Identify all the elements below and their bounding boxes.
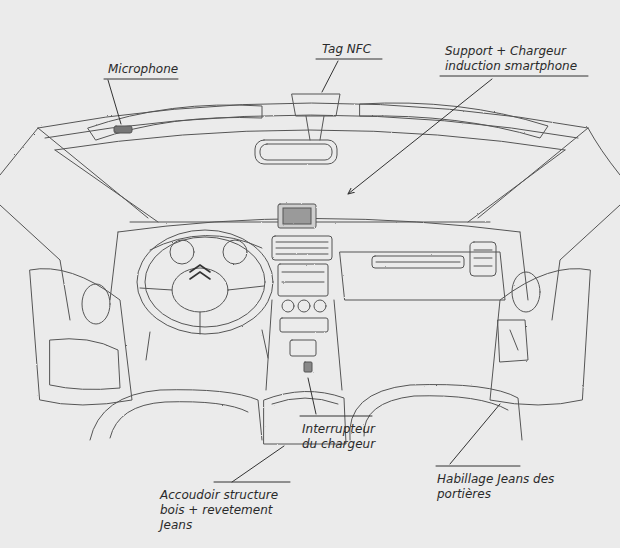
- centre-vent: [272, 236, 332, 260]
- radio: [278, 264, 328, 296]
- control-knob: [298, 300, 310, 312]
- air-vent: [372, 256, 464, 268]
- door-handle: [512, 272, 540, 312]
- rear-mirror: [255, 140, 337, 164]
- control-knob: [282, 300, 294, 312]
- a-pillar: [468, 128, 588, 222]
- leader-line: [104, 79, 178, 124]
- leader-line: [214, 446, 290, 482]
- leader-line: [300, 378, 372, 416]
- brand-logo: [190, 265, 210, 279]
- dashboard: [118, 219, 520, 233]
- seat: [110, 402, 248, 438]
- centre-vent: [276, 242, 328, 254]
- car-body-lines: [0, 94, 620, 444]
- air-vent: [474, 250, 492, 266]
- smartphone: [283, 208, 311, 224]
- air-vent: [376, 262, 460, 263]
- callout-label: Microphone: [108, 62, 198, 77]
- leader-line: [316, 59, 382, 92]
- steering-wheel: [137, 230, 273, 334]
- seat: [90, 390, 262, 440]
- steering-wheel: [145, 237, 265, 327]
- callout-label: Support + Chargeur induction smartphone: [445, 44, 585, 74]
- leader-arrow: [348, 76, 588, 194]
- microphone: [114, 126, 132, 133]
- roof-line: [45, 115, 578, 138]
- leader-line: [436, 404, 520, 466]
- steering-spoke: [140, 286, 264, 334]
- radio: [282, 272, 324, 282]
- armrest: [272, 398, 338, 404]
- mirror-arm: [306, 116, 324, 140]
- console-panel: [290, 340, 316, 356]
- charger-switch: [304, 362, 312, 372]
- callout-label: Tag NFC: [322, 42, 402, 57]
- steering-column: [146, 330, 268, 360]
- callout-label: Habillage Jeans des portières: [437, 472, 557, 502]
- door-trim: [498, 320, 528, 362]
- callout-label: Interrupteur du chargeur: [302, 422, 392, 452]
- callout-label: Accoudoir structure bois + revetement Je…: [160, 488, 300, 533]
- side-window: [552, 128, 620, 320]
- centre-console: [266, 300, 342, 390]
- dashboard: [110, 232, 528, 300]
- gauge: [223, 240, 247, 264]
- sun-visor: [360, 103, 548, 138]
- control-panel: [280, 318, 328, 332]
- door-panel: [30, 269, 132, 405]
- side-window: [0, 128, 70, 320]
- seat: [350, 385, 522, 440]
- armrest: [264, 391, 346, 444]
- a-pillar: [38, 128, 158, 222]
- steering-hub: [172, 268, 228, 312]
- leader-lines: [104, 59, 588, 482]
- sun-visor: [88, 105, 262, 140]
- control-knob: [314, 300, 326, 312]
- door-trim: [510, 330, 518, 350]
- door-pocket: [50, 339, 120, 390]
- mirror-mount: [292, 94, 340, 116]
- phone-holder: [278, 204, 316, 228]
- seat: [364, 396, 508, 436]
- door-handle: [82, 284, 110, 324]
- door-panel: [490, 269, 590, 405]
- air-vent: [470, 242, 496, 276]
- rear-mirror: [260, 144, 332, 160]
